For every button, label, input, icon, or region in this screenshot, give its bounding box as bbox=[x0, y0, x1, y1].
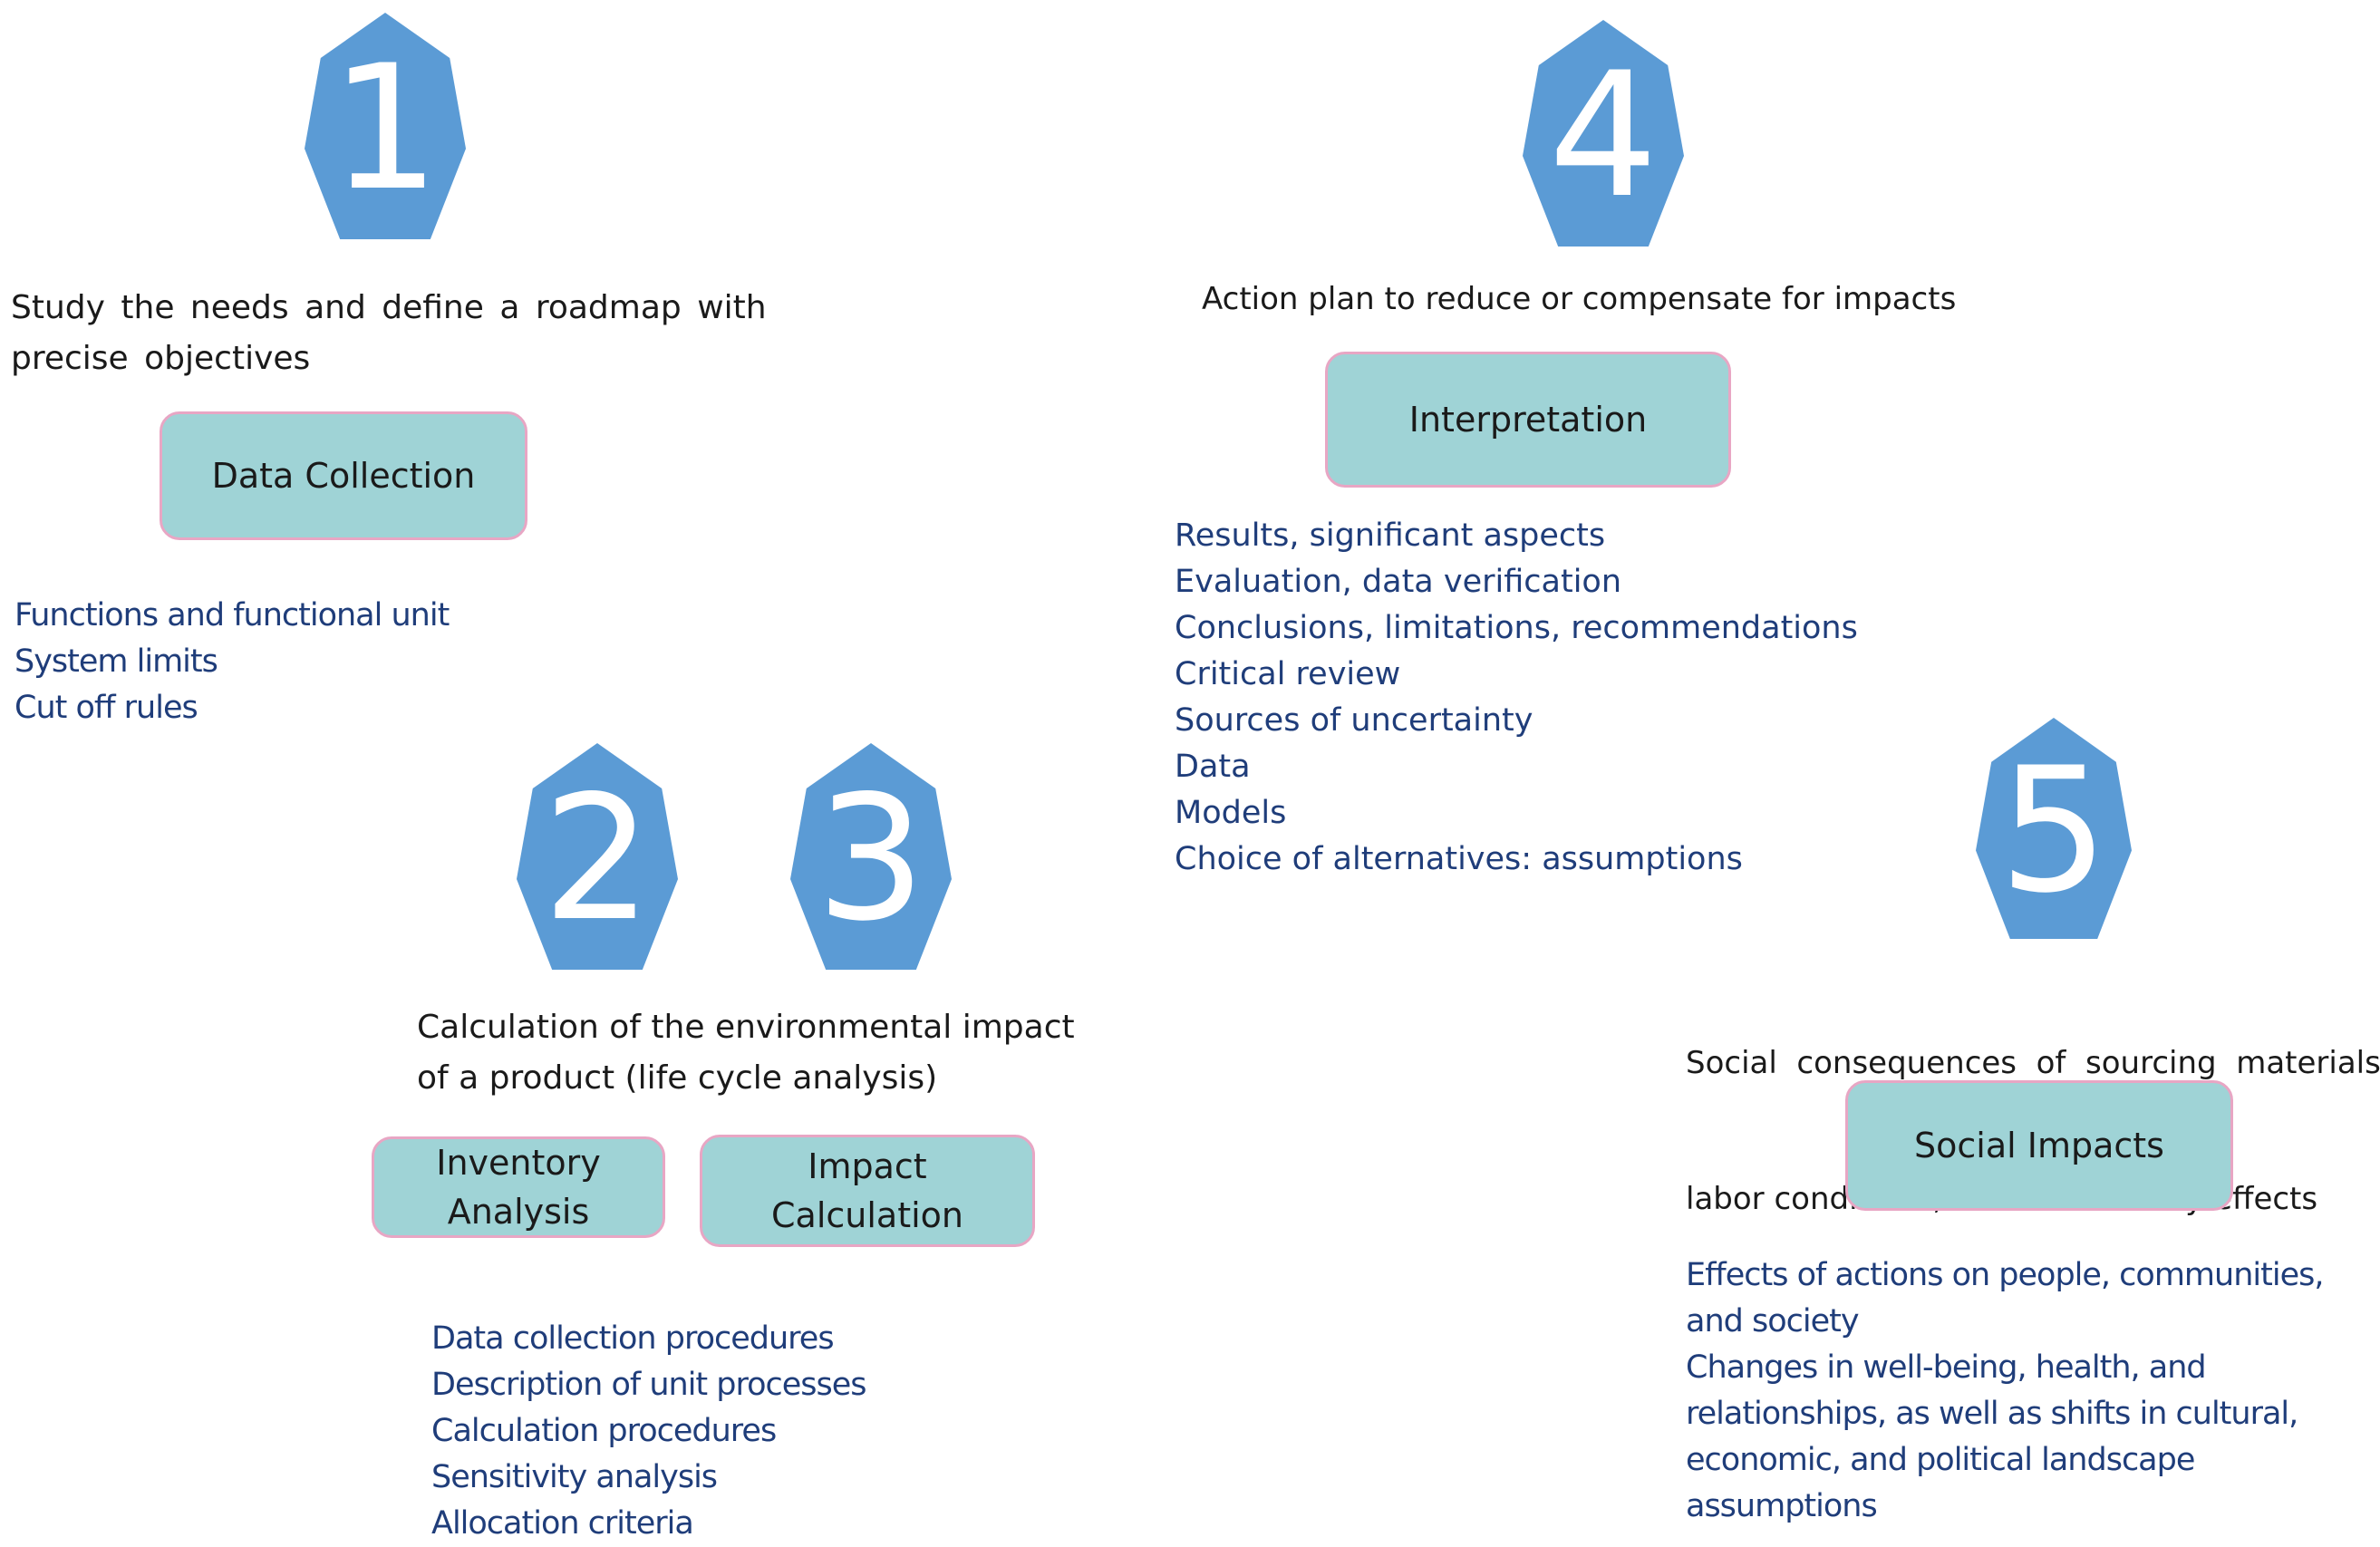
list-item: Changes in well-being, health, and bbox=[1686, 1349, 2207, 1386]
inventory-analysis-box: Inventory Analysis bbox=[372, 1136, 665, 1238]
list-item: and society bbox=[1686, 1303, 1860, 1339]
heptagon-shape-icon bbox=[1976, 718, 2132, 939]
step-2-heptagon: 2 bbox=[517, 743, 678, 970]
step-2-number: 2 bbox=[542, 759, 653, 959]
step-1-heptagon: 1 bbox=[305, 13, 466, 239]
step-2-3-item-list: Data collection procedures Description o… bbox=[431, 1316, 867, 1547]
list-item: relationships, as well as shifts in cult… bbox=[1686, 1396, 2298, 1432]
heptagon-shape-icon bbox=[305, 13, 466, 239]
step-5-heptagon: 5 bbox=[1976, 718, 2132, 939]
list-item: Data bbox=[1175, 749, 1251, 785]
inventory-analysis-label-line: Inventory bbox=[436, 1143, 601, 1183]
heptagon-shape-icon bbox=[1523, 20, 1684, 247]
list-item: Critical review bbox=[1175, 656, 1401, 692]
step-1-description-line: precise objectives bbox=[11, 340, 311, 377]
list-item: Functions and functional unit bbox=[15, 597, 450, 633]
step-4-heptagon: 4 bbox=[1523, 20, 1684, 247]
interpretation-label: Interpretation bbox=[1408, 400, 1648, 440]
list-item: Allocation criteria bbox=[431, 1505, 694, 1542]
social-impacts-label: Social Impacts bbox=[1914, 1126, 2164, 1165]
impact-calculation-label-line: Impact bbox=[808, 1146, 927, 1186]
impact-calculation-box: Impact Calculation bbox=[700, 1135, 1035, 1247]
impact-calculation-label-line: Calculation bbox=[771, 1195, 963, 1235]
step-1-number: 1 bbox=[330, 28, 440, 228]
list-item: Evaluation, data verification bbox=[1175, 564, 1622, 600]
list-item: assumptions bbox=[1686, 1488, 1878, 1524]
step-2-3-description: Calculation of the environmental impact … bbox=[417, 1002, 1075, 1104]
step-3-number: 3 bbox=[816, 759, 926, 959]
data-collection-label: Data Collection bbox=[211, 456, 476, 496]
list-item: Sensitivity analysis bbox=[431, 1459, 718, 1495]
list-item: Choice of alternatives: assumptions bbox=[1175, 841, 1743, 877]
step-4-item-list: Results, significant aspects Evaluation,… bbox=[1175, 513, 1858, 883]
inventory-analysis-label-line: Analysis bbox=[447, 1192, 590, 1232]
list-item: Data collection procedures bbox=[431, 1320, 835, 1357]
heptagon-shape-icon bbox=[790, 743, 952, 970]
list-item: Models bbox=[1175, 795, 1287, 831]
list-item: System limits bbox=[15, 643, 218, 680]
step-1-description-line: Study the needs and define a roadmap wit… bbox=[11, 289, 767, 326]
step-1-description: Study the needs and define a roadmap wit… bbox=[11, 283, 767, 384]
list-item: Effects of actions on people, communitie… bbox=[1686, 1257, 2324, 1293]
step-3-heptagon: 3 bbox=[790, 743, 952, 970]
interpretation-box: Interpretation bbox=[1325, 352, 1731, 488]
list-item: Calculation procedures bbox=[431, 1413, 777, 1449]
step-4-description: Action plan to reduce or compensate for … bbox=[1202, 281, 1957, 317]
step-5-description-line: Social consequences of sourcing material… bbox=[1686, 1045, 2380, 1081]
list-item: Cut off rules bbox=[15, 690, 198, 726]
step-5-number: 5 bbox=[1998, 730, 2109, 931]
step-4-number: 4 bbox=[1548, 35, 1659, 236]
list-item: Description of unit processes bbox=[431, 1367, 867, 1403]
step-2-3-description-line: Calculation of the environmental impact bbox=[417, 1009, 1075, 1046]
step-2-3-description-line: of a product (life cycle analysis) bbox=[417, 1059, 938, 1097]
list-item: Conclusions, limitations, recommendation… bbox=[1175, 610, 1858, 646]
social-impacts-box: Social Impacts bbox=[1845, 1080, 2233, 1211]
step-1-item-list: Functions and functional unit System lim… bbox=[15, 593, 450, 731]
list-item: Results, significant aspects bbox=[1175, 517, 1606, 554]
step-5-item-list: Effects of actions on people, communitie… bbox=[1686, 1252, 2324, 1530]
data-collection-box: Data Collection bbox=[160, 411, 527, 540]
list-item: Sources of uncertainty bbox=[1175, 702, 1533, 739]
list-item: economic, and political landscape bbox=[1686, 1442, 2195, 1478]
heptagon-shape-icon bbox=[517, 743, 678, 970]
